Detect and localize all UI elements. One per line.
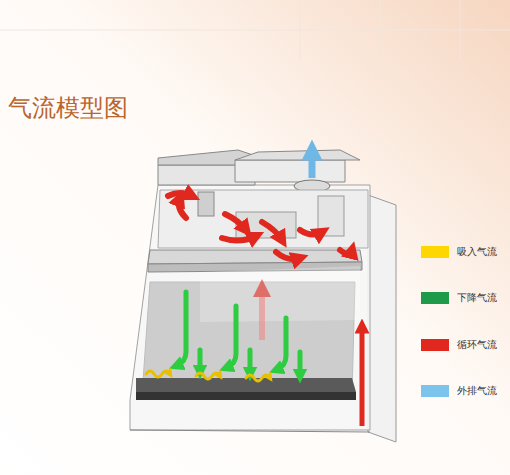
legend-label: 吸入气流 [457,245,497,259]
diagram-title: 气流模型图 [8,92,128,124]
legend-entry: 循环气流 [421,338,497,352]
legend-label: 外排气流 [457,384,497,398]
legend-entry: 外排气流 [421,384,497,398]
legend-label: 循环气流 [457,338,497,352]
legend-label: 下降气流 [457,291,497,305]
legend-swatch [421,292,449,304]
legend-entry: 吸入气流 [421,245,497,259]
legend-swatch [421,385,449,397]
legend-swatch [421,339,449,351]
legend-entry: 下降气流 [421,291,497,305]
legend-swatch [421,246,449,258]
